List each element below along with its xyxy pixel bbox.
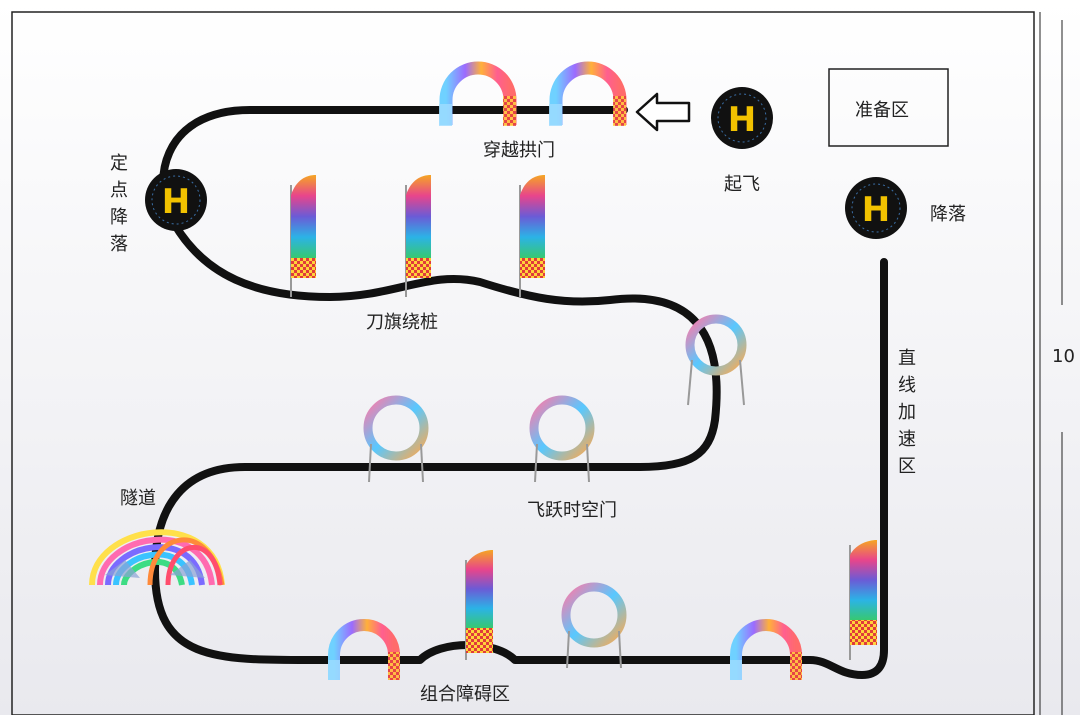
ring-gate	[561, 582, 627, 669]
landing-label: 降落	[930, 204, 966, 225]
combo-obstacles-label: 组合障碍区	[420, 684, 510, 705]
flag-slalom-label: 刀旗绕桩	[366, 312, 438, 333]
svg-text:H: H	[728, 100, 756, 140]
arch-gate	[439, 61, 517, 126]
ring-gate	[363, 395, 429, 483]
arch-gate-label: 穿越拱门	[483, 140, 555, 161]
svg-text:H: H	[162, 182, 190, 222]
takeoff-label: 起飞	[724, 174, 760, 195]
prep-area-box	[828, 68, 949, 147]
feather-flag	[519, 175, 545, 297]
spacetime-gate-label: 飞跃时空门	[527, 500, 617, 521]
tunnel	[89, 529, 225, 586]
feather-flag	[849, 540, 877, 660]
straight-accel-label: 直线加速区	[898, 348, 916, 477]
start-arrow-icon	[635, 92, 691, 132]
helipad-takeoff: H	[711, 87, 773, 149]
edge-number: 10	[1052, 346, 1075, 367]
feather-flag	[465, 550, 493, 660]
arch-gate	[328, 619, 400, 680]
feather-flag	[290, 175, 316, 297]
prep-area-label: 准备区	[855, 100, 909, 121]
tunnel-label: 隧道	[120, 488, 156, 509]
ring-gate	[685, 314, 747, 406]
arch-gate	[549, 61, 627, 126]
precise-landing-label: 定点降落	[110, 153, 128, 255]
ring-gate	[529, 395, 595, 483]
arch-gate	[730, 619, 802, 680]
helipad-landing: H	[845, 177, 907, 239]
svg-text:H: H	[862, 190, 890, 230]
helipad-precise-landing: H	[145, 169, 207, 231]
feather-flag	[405, 175, 431, 297]
